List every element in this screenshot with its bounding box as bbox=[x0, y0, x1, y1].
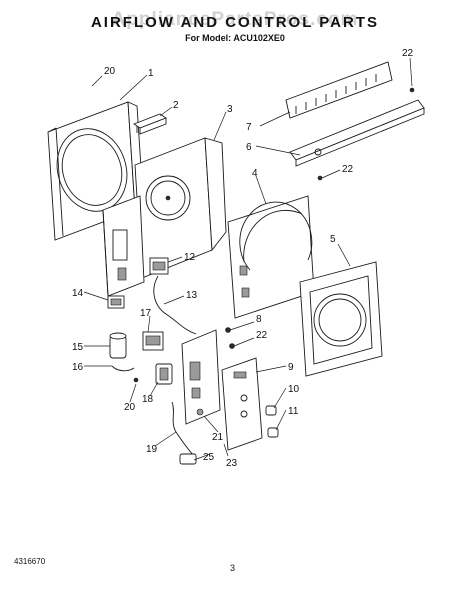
part-grille-frame[interactable] bbox=[299, 261, 383, 377]
callout-15: 15 bbox=[72, 342, 84, 353]
part-screws-and-knobs[interactable] bbox=[225, 327, 279, 438]
callout-14: 14 bbox=[72, 288, 84, 299]
callout-20-bottom: 20 bbox=[124, 402, 136, 413]
callout-22-top-right: 22 bbox=[402, 48, 414, 59]
callout-16: 16 bbox=[72, 362, 84, 373]
part-thermostat[interactable] bbox=[107, 295, 125, 309]
callout-22-mid-right: 22 bbox=[342, 164, 354, 175]
part-strap[interactable] bbox=[111, 365, 139, 383]
callout-18: 18 bbox=[142, 394, 154, 405]
callout-8: 8 bbox=[256, 314, 262, 325]
callout-25: 25 bbox=[203, 452, 215, 463]
callout-9: 9 bbox=[288, 362, 294, 373]
callout-2: 2 bbox=[173, 100, 179, 111]
diagram-title: AIRFLOW AND CONTROL PARTS bbox=[90, 14, 380, 31]
callout-23: 23 bbox=[226, 458, 238, 469]
callout-22-control: 22 bbox=[256, 330, 268, 341]
leader-lines bbox=[83, 57, 413, 461]
part-bracket[interactable] bbox=[133, 113, 167, 135]
part-selector-switch[interactable] bbox=[155, 363, 173, 385]
part-switch[interactable] bbox=[149, 257, 169, 275]
callout-4: 4 bbox=[252, 168, 258, 179]
callout-17: 17 bbox=[140, 308, 152, 319]
callout-labels: 1 20 2 3 22 7 6 22 4 5 12 13 14 17 8 22 … bbox=[72, 48, 414, 469]
part-fan-shroud[interactable] bbox=[47, 101, 145, 241]
callout-10: 10 bbox=[288, 384, 300, 395]
callout-3: 3 bbox=[227, 104, 233, 115]
part-capacitor[interactable] bbox=[109, 332, 127, 359]
callout-12: 12 bbox=[184, 252, 196, 263]
callout-20-top: 20 bbox=[104, 66, 116, 77]
part-relay[interactable] bbox=[142, 331, 164, 351]
callout-13: 13 bbox=[186, 290, 198, 301]
part-control-panel[interactable] bbox=[181, 329, 263, 451]
callout-1: 1 bbox=[148, 68, 154, 79]
part-base-rail[interactable] bbox=[289, 87, 425, 181]
callout-5: 5 bbox=[330, 234, 336, 245]
part-bulkhead[interactable] bbox=[102, 137, 227, 297]
callout-6: 6 bbox=[246, 142, 252, 153]
callout-7: 7 bbox=[246, 122, 252, 133]
document-number: 4316670 bbox=[14, 557, 46, 566]
part-wire-harness[interactable] bbox=[153, 275, 197, 335]
callout-19: 19 bbox=[146, 444, 158, 455]
callout-11: 11 bbox=[288, 406, 299, 417]
page-number: 3 bbox=[230, 563, 236, 573]
model-subtitle: For Model: ACU102XE0 bbox=[185, 33, 285, 43]
part-filter[interactable] bbox=[285, 61, 393, 119]
callout-21: 21 bbox=[212, 432, 224, 443]
watermark: AppliancePartsPros.com bbox=[111, 9, 359, 30]
